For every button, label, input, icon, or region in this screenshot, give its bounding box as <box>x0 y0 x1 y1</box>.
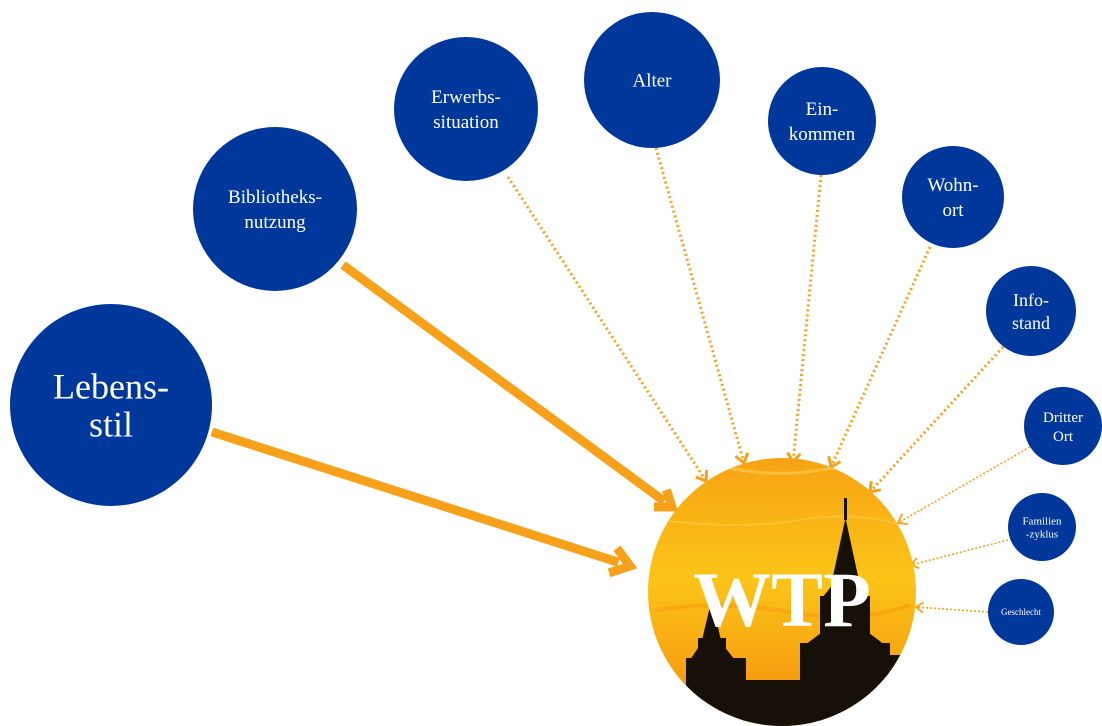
factor-node-bibliotheksnutzung: Bibliotheks-nutzung <box>193 127 357 291</box>
factor-circle-wohnort <box>902 146 1004 248</box>
arrowhead-geschlecht <box>914 601 925 614</box>
arrowhead-erwerbssituation <box>695 469 709 484</box>
arrowhead-wohnort <box>827 455 842 470</box>
factor-label-wohnort-line-2: ort <box>942 200 964 221</box>
factor-node-einkommen: Ein-kommen <box>768 67 876 175</box>
center-label: WTP <box>693 556 871 643</box>
arrowhead-infostand <box>868 480 882 494</box>
factor-label-infostand-line-1: Info- <box>1013 290 1049 310</box>
factor-node-erwerbssituation: Erwerbs-situation <box>394 37 538 181</box>
arrowhead-lebensstil <box>607 545 638 578</box>
factor-node-alter: Alter <box>584 12 720 148</box>
factor-label-infostand-line-2: stand <box>1012 313 1050 333</box>
factor-label-erwerbssituation-line-1: Erwerbs- <box>431 87 501 108</box>
factor-label-einkommen-line-1: Ein- <box>806 99 839 120</box>
arrowhead-dritter-ort <box>896 513 909 525</box>
factor-label-alter-line-1: Alter <box>632 71 672 92</box>
link-familienzyklus <box>910 538 1013 566</box>
factor-nodes: Lebens-stilBibliotheks-nutzungErwerbs-si… <box>10 12 1102 645</box>
factor-label-lebensstil-line-1: Lebens- <box>53 367 169 407</box>
factor-circle-infostand <box>986 266 1076 356</box>
link-einkommen <box>791 174 823 463</box>
link-bibliotheksnutzung <box>340 261 667 505</box>
factor-circle-geschlecht <box>988 579 1054 645</box>
link-dritter-ort <box>897 446 1031 524</box>
link-infostand <box>868 345 1005 494</box>
factor-label-bibliotheksnutzung-line-1: Bibliotheks- <box>228 187 322 208</box>
factor-node-familienzyklus: Familien-zyklus <box>1008 493 1076 561</box>
factor-node-infostand: Info-stand <box>986 266 1076 356</box>
factor-circle-alter <box>584 12 720 148</box>
factor-circle-erwerbssituation <box>394 37 538 181</box>
church-silhouette <box>654 458 911 726</box>
factor-label-erwerbssituation-line-2: situation <box>433 112 499 133</box>
factor-label-wohnort-line-1: Wohn- <box>927 175 978 196</box>
center-node-wtp: WTP <box>648 458 916 726</box>
factor-circle-dritter-ort <box>1024 387 1102 465</box>
link-wohnort <box>829 246 932 468</box>
factor-circle-bibliotheksnutzung <box>193 127 357 291</box>
factor-label-einkommen-line-2: kommen <box>789 124 856 145</box>
factor-node-wohnort: Wohn-ort <box>902 146 1004 248</box>
factor-node-lebensstil: Lebens-stil <box>10 304 212 506</box>
arrowhead-bibliotheksnutzung <box>653 488 679 512</box>
factor-circle-lebensstil <box>10 304 212 506</box>
link-erwerbssituation <box>506 176 708 482</box>
arrowhead-alter <box>734 452 750 466</box>
factor-label-bibliotheksnutzung-line-2: nutzung <box>244 212 306 233</box>
factor-label-geschlecht-line-1: Geschlecht <box>1001 607 1041 617</box>
link-lebensstil <box>210 427 620 567</box>
links <box>210 147 1031 614</box>
factor-label-dritter-ort-line-1: Dritter <box>1043 410 1083 426</box>
link-alter <box>654 147 746 464</box>
factor-circle-einkommen <box>768 67 876 175</box>
factor-circle-familienzyklus <box>1008 493 1076 561</box>
factor-label-dritter-ort-line-2: Ort <box>1053 429 1074 445</box>
link-geschlecht <box>915 606 989 613</box>
factor-label-lebensstil-line-2: stil <box>89 405 133 445</box>
factor-label-familienzyklus-line-2: -zyklus <box>1026 528 1058 540</box>
factor-label-familienzyklus-line-1: Familien <box>1022 515 1062 527</box>
factor-node-geschlecht: Geschlecht <box>988 579 1054 645</box>
